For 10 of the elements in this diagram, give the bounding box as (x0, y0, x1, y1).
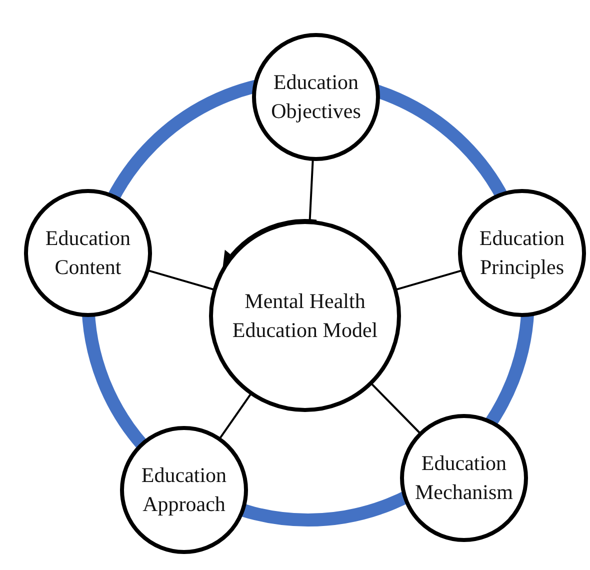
connector-line (147, 269, 215, 291)
node-label: Education Content (44, 225, 132, 281)
node-label: Education Mechanism (414, 450, 514, 506)
node-label: Education Principles (478, 225, 566, 281)
node-label: Mental Health Education Model (231, 288, 379, 344)
connector-line (395, 269, 463, 291)
node-label: Education Objectives (270, 69, 362, 125)
node-label: Education Approach (140, 462, 228, 518)
connector-line (370, 382, 422, 434)
connector-line (218, 392, 252, 440)
